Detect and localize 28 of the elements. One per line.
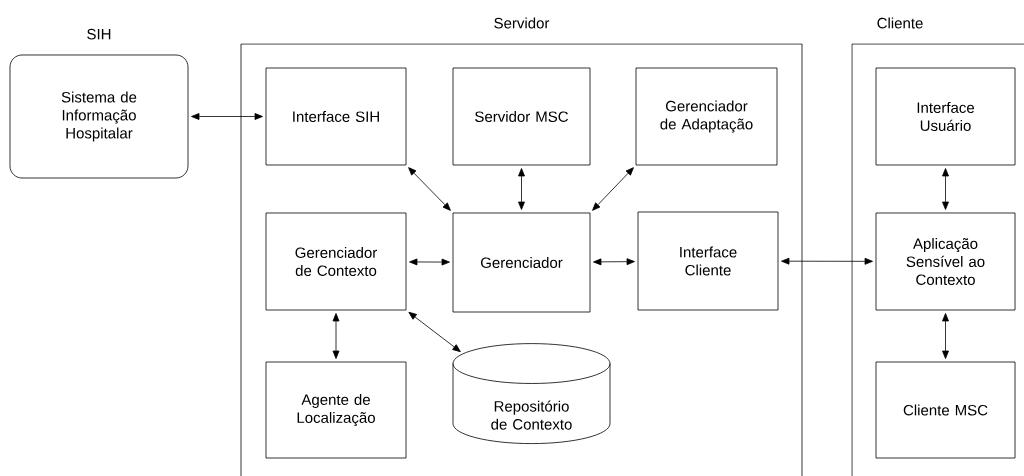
arrow <box>593 258 635 266</box>
arrow <box>518 168 525 210</box>
container-box <box>851 43 1024 476</box>
arrow <box>191 113 263 120</box>
arrow <box>781 257 873 265</box>
group-heading: SIH <box>87 28 111 40</box>
component-box: Aplicação Sensível ao Contexto <box>875 212 1016 311</box>
arrow <box>408 311 461 353</box>
component-box: Servidor MSC <box>452 67 591 166</box>
system-box: Sistema de Informação Hospitalar <box>9 54 189 179</box>
arrow <box>409 258 450 266</box>
database-cylinder: Repositório de Contexto <box>452 343 611 444</box>
arrow <box>332 313 340 359</box>
component-box: Agente de Localização <box>265 361 407 459</box>
component-box: Interface Cliente <box>637 211 779 311</box>
component-box: Gerenciador de Contexto <box>265 212 407 311</box>
arrow <box>942 313 949 359</box>
arrow <box>942 168 949 210</box>
component-box: Interface Usuário <box>875 67 1016 166</box>
group-heading: Cliente <box>877 17 923 29</box>
group-heading: Servidor <box>494 17 550 29</box>
component-box: Cliente MSC <box>875 361 1016 459</box>
arrow <box>408 167 451 211</box>
component-box: Gerenciador <box>452 212 591 313</box>
container-box <box>240 43 803 476</box>
arrow <box>592 167 634 211</box>
component-box: Interface SIH <box>265 67 407 166</box>
component-box: Gerenciador de Adaptação <box>635 67 778 166</box>
